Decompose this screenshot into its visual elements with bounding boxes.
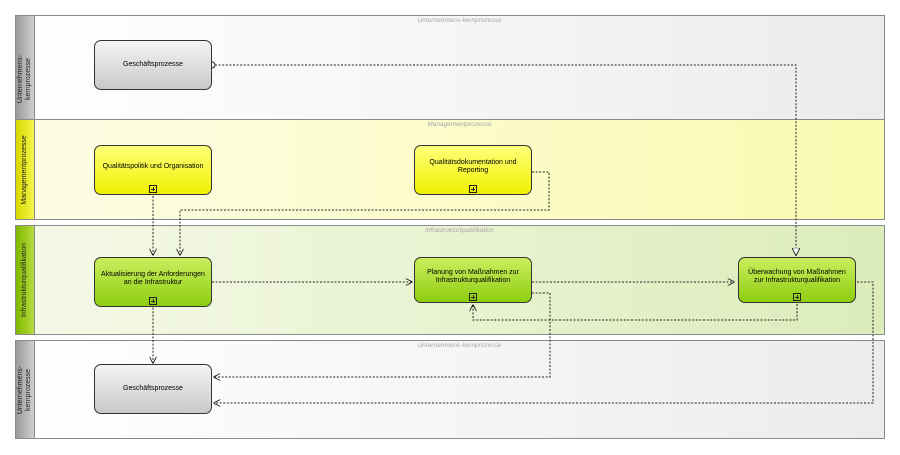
lane-title: Infrastrukturqualifikation <box>424 227 494 234</box>
process-box-planung[interactable]: Planung von Maßnahmen zur Infrastrukturq… <box>414 257 532 303</box>
process-box-qualitaetspolitik[interactable]: Qualitätspolitik und Organisation <box>94 145 212 195</box>
process-box-geschaeftsprozesse-bottom[interactable]: Geschäftsprozesse <box>94 364 212 414</box>
lane-title: Unternehmens-kernprozesse <box>417 17 502 24</box>
expand-subprocess-icon[interactable] <box>469 293 477 301</box>
lane-title: Unternehmens-kernprozesse <box>417 342 502 349</box>
lane-label: Unternehmens- kernprozesse <box>16 341 35 438</box>
lane-label: Infrastrukturqualifikation <box>16 226 35 334</box>
process-label: Qualitätspolitik und Organisation <box>102 163 204 170</box>
lane-label: Managementprozesse <box>16 120 35 219</box>
process-label: Aktualisierung der Anforderungen an die … <box>101 271 205 286</box>
process-label: Planung von Maßnahmen zur Infrastrukturq… <box>427 269 519 284</box>
lane-label: Unternehmens- kernprozesse <box>16 16 35 141</box>
process-label: Geschäftsprozesse <box>123 61 183 68</box>
process-box-ueberwachung[interactable]: Überwachung von Maßnahmen zur Infrastruk… <box>738 257 856 303</box>
process-label: Qualitätsdokumentation und Reporting <box>429 159 517 174</box>
expand-subprocess-icon[interactable] <box>469 185 477 193</box>
lane-title: Managementprozesse <box>427 121 492 128</box>
process-box-aktualisierung[interactable]: Aktualisierung der Anforderungen an die … <box>94 257 212 307</box>
process-box-geschaeftsprozesse-top[interactable]: Geschäftsprozesse <box>94 40 212 90</box>
expand-subprocess-icon[interactable] <box>149 297 157 305</box>
expand-subprocess-icon[interactable] <box>149 185 157 193</box>
process-box-qualitaetsdokumentation[interactable]: Qualitätsdokumentation und Reporting <box>414 145 532 195</box>
process-label: Geschäftsprozesse <box>123 385 183 392</box>
process-label: Überwachung von Maßnahmen zur Infrastruk… <box>748 269 846 284</box>
expand-subprocess-icon[interactable] <box>793 293 801 301</box>
